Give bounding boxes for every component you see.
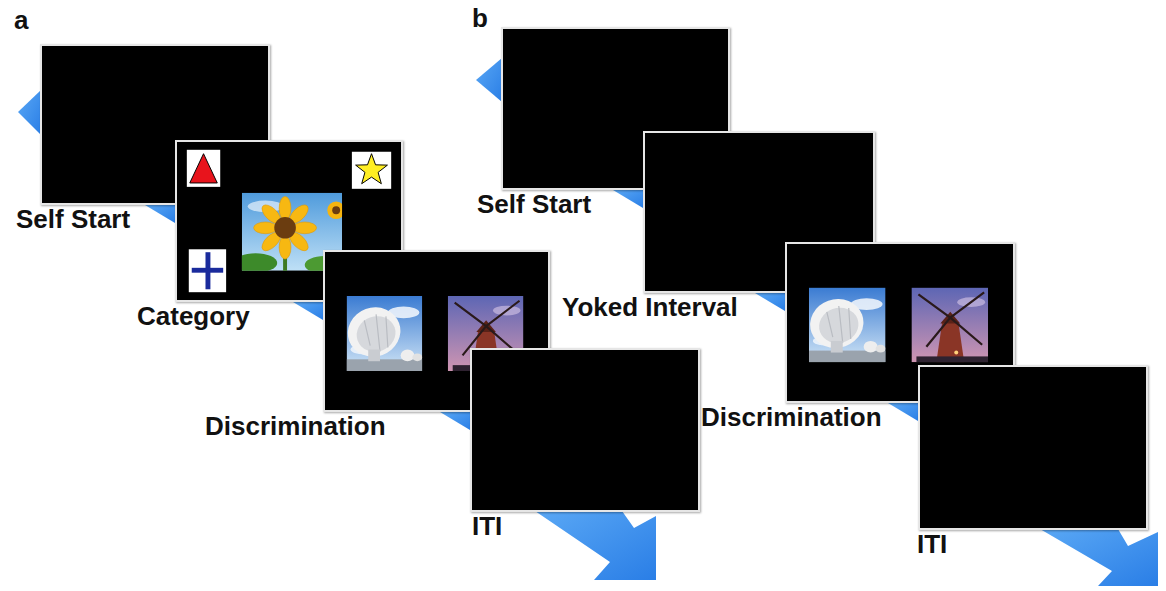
dish-photo [347,296,423,371]
flow-wedge [613,190,643,208]
screen-label: ITI [917,530,947,560]
cross-symbol [192,268,223,273]
screen-frame: ITI [918,365,1148,530]
symbol-box [352,152,391,189]
screen-label: Self Start [477,190,591,220]
screen-frame: ITI [470,348,700,512]
triangle-symbol [190,154,218,183]
screen-label: ITI [472,512,502,542]
dish-photo [809,288,886,363]
ribbon-tail [476,58,502,102]
symbol-box [187,150,220,187]
ribbon-tail [18,90,41,135]
screen-label: Discrimination [205,412,386,442]
star-symbol [356,154,388,184]
screen-label: Category [137,302,250,332]
flow-wedge [145,205,175,223]
ribbon-head [535,511,656,580]
panel-letter: a [14,6,28,36]
flow-wedge [293,302,323,320]
symbol-box [189,249,226,292]
ribbon-head [1040,529,1158,586]
panel-letter: b [472,4,488,34]
screen-label: Discrimination [701,403,882,433]
windmill-photo [911,288,988,363]
screen-label: Yoked Interval [562,293,738,323]
flow-wedge [888,403,918,421]
flow-wedge [755,293,785,311]
screen-label: Self Start [16,205,130,235]
flow-wedge [440,412,470,430]
